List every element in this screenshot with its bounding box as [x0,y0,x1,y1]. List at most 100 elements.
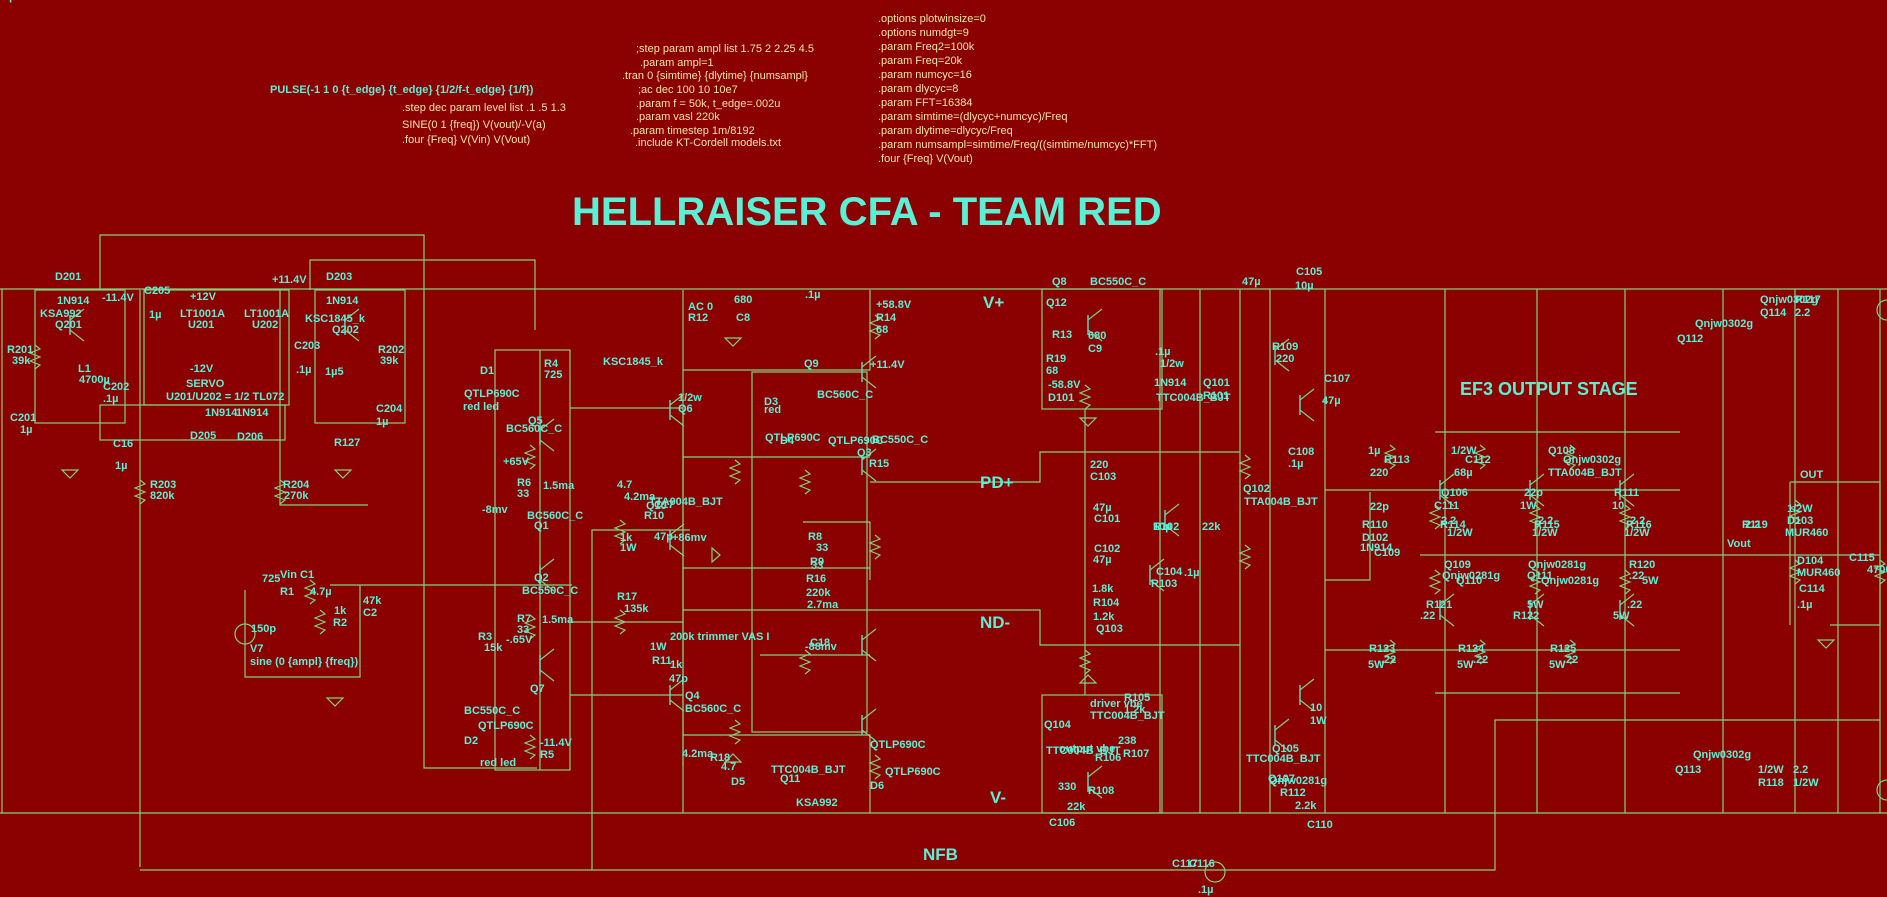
component-label: 47µ [1093,554,1112,566]
component-label: 1N914 [236,407,269,419]
component-label: -88mv [805,641,838,653]
component-label: D103 [1787,515,1813,527]
component-label: Q201 [55,319,82,331]
resistor-symbol [1528,569,1542,595]
component-label: R116 [1626,519,1652,531]
component-label: R12 [688,312,708,324]
component-label: R113 [1384,454,1410,466]
component-label: QTLP690C [828,435,884,447]
component-label: Q106 [1441,487,1468,499]
component-label: 33 [517,624,529,636]
component-label: R123 [1369,643,1395,655]
component-label: 4.2ma [682,748,714,760]
transistor-leads [1164,524,1180,537]
component-label: Q103 [1096,623,1123,635]
resistor-symbol [728,459,742,485]
component-label: 1/2W [1793,777,1819,789]
component-label: C108 [1288,446,1314,458]
spice-directives-mid: ;step param ampl list 1.75 2 2.25 4.5 .p… [622,43,814,149]
transistor-leads [861,649,877,662]
component-label: output vbe [1059,743,1115,755]
component-label: D104 [1797,555,1824,567]
component-label: R2 [333,617,347,629]
wires [0,234,1887,871]
component-label: 1W [1520,500,1537,512]
component-label: D2 [464,735,478,747]
directive-line: .param dlytime=dlycyc/Freq [878,125,1013,137]
component-label: TTC004B_BJT [1046,745,1121,757]
component-label: .1µ [1198,884,1214,896]
component-label: TTA004B_BJT [1548,467,1622,479]
component-label: BC560C_C [506,423,562,435]
component-label: R117 [1795,294,1821,306]
component-label: Qnjw0302g [1760,294,1818,306]
resistor-symbol [798,469,812,495]
component-label: TTC004B_BJT [1156,392,1231,404]
component-label: 10 [1612,500,1624,512]
component-label: -.65V [506,634,533,646]
component-label: 10 [1310,702,1322,714]
component-label: TTC004B_BJT [1090,710,1165,722]
component-label: D4 [780,435,795,447]
component-label: C18 [810,637,830,649]
component-label: 39k [380,355,399,367]
directive-line: .param FFT=16384 [878,97,972,109]
component-label: Q10 [646,500,667,512]
transistor-leads [1274,359,1290,372]
component-label: 680 [734,294,752,306]
directive-line: ;ac dec 100 10 10e7 [638,84,738,96]
component-label: 200k trimmer VAS I [670,631,769,643]
component-label: +11.4V [272,274,307,286]
net-label-vplus: V+ [983,293,1004,312]
directive-line: .param Freq=20k [878,55,963,67]
transistor-leads [861,376,877,389]
component-label: Qnjw0302g [1695,318,1753,330]
resistor-symbol [1473,444,1487,470]
component-label: .22 [1473,654,1488,666]
component-label: 33 [811,560,823,572]
component-label: Q102 [1243,483,1270,495]
transistor-leads [1439,473,1455,486]
component-label: 1W [650,641,667,653]
component-label: U202 [252,319,278,331]
directive-line: .four {Freq} V(Vout) [878,153,973,165]
component-label: +11.4V [870,359,905,371]
transistor-leads [669,544,685,557]
component-label: R11 [652,655,672,667]
component-label: QTLP690C [870,739,926,751]
component-label: C112 [1465,454,1491,466]
component-label: R119 [1742,519,1768,531]
resistor-symbol [523,734,537,760]
component-label: D5 [731,776,745,788]
component-label: Q105 [1272,743,1299,755]
component-label: red [764,404,781,416]
component-label: 1W [620,542,637,554]
schematic-title: HELLRAISER CFA - TEAM RED [572,190,1162,234]
component-label: C205 [144,285,170,297]
component-label: R5 [540,749,554,761]
component-label: TTC004B_BJT [771,764,846,776]
transistor-leads [1087,308,1103,321]
component-label: TTC004B_BJT [1246,753,1321,765]
transistor-leads [1619,494,1635,507]
directive-line: .param ampl=1 [640,57,714,69]
transistor-leads [1439,614,1455,627]
component-label: 1µ5 [325,366,344,378]
transistor-leads [344,329,360,342]
component-label: BC550C_C [522,585,578,597]
component-label: R125 [1550,643,1576,655]
resistor-symbol [1873,559,1887,585]
resistor-symbol [523,444,537,470]
resistor-symbol [1618,504,1632,530]
transistor-leads [861,628,877,641]
transistor-leads [669,678,685,691]
component-label: 2.2 [1793,764,1808,776]
component-label: 47p [654,531,673,543]
component-label: R110 [1362,519,1388,531]
transistor-leads [539,579,555,592]
component-label: +65V [503,456,530,468]
component-label: C16 [113,438,133,450]
component-label: R16 [806,573,826,585]
component-label: 4700µ [1867,564,1887,576]
resistor-symbol [868,754,882,780]
